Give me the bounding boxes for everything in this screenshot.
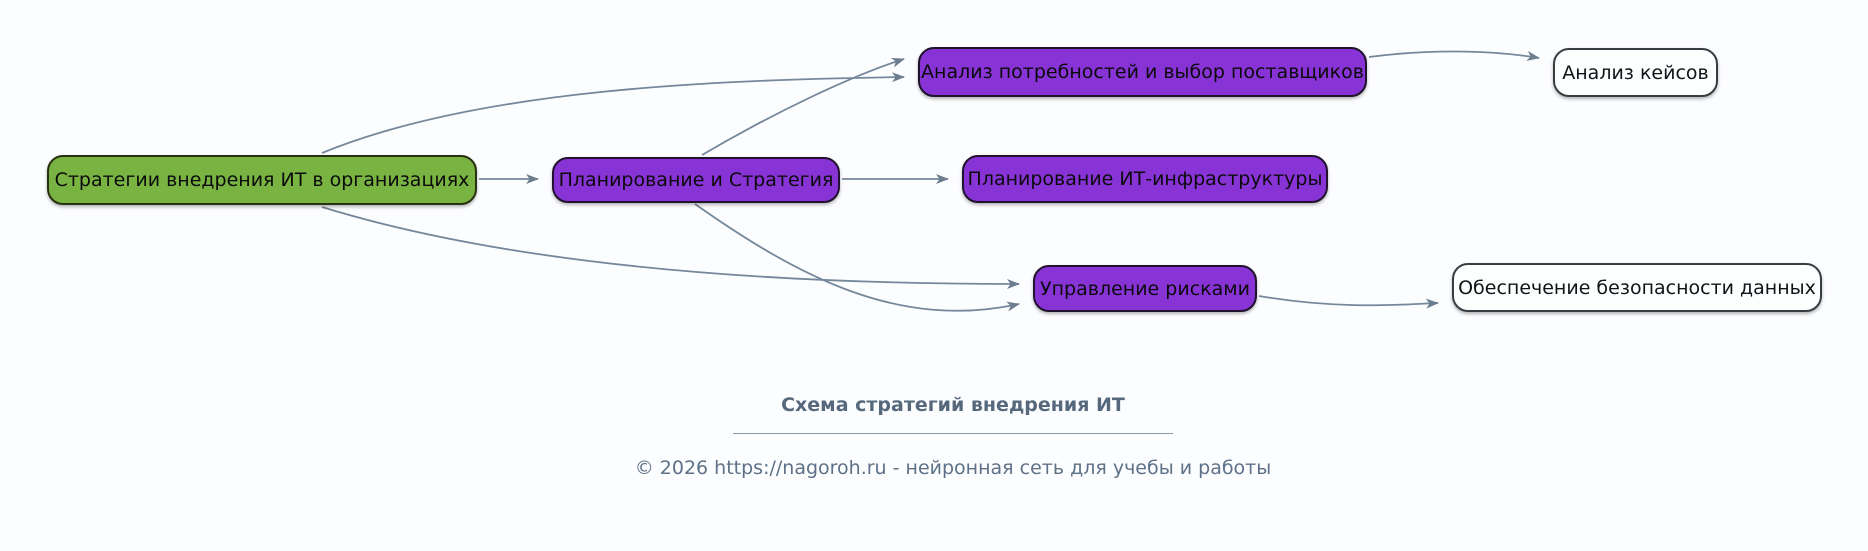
node-planning-strategy: Планирование и Стратегия — [552, 157, 840, 203]
copyright-footer: © 2026 https://nagoroh.ru - нейронная се… — [634, 457, 1272, 479]
node-label: Управление рисками — [1040, 277, 1250, 300]
node-label: Обеспечение безопасности данных — [1458, 276, 1816, 299]
edge-planning-risk — [694, 203, 1020, 312]
edge-root-analysis — [321, 72, 905, 154]
node-root-strategies: Стратегии внедрения ИТ в организациях — [47, 155, 477, 205]
node-needs-analysis: Анализ потребностей и выбор поставщиков — [918, 47, 1367, 97]
diagram-caption: Схема стратегий внедрения ИТ — [781, 394, 1125, 416]
edge-planning-analysis — [701, 57, 905, 156]
edge-root-risk — [321, 206, 1020, 289]
node-label: Планирование и Стратегия — [558, 169, 834, 191]
node-label: Планирование ИТ-инфраструктуры — [967, 168, 1323, 190]
node-risk-management: Управление рисками — [1033, 265, 1257, 312]
node-label: Анализ кейсов — [1562, 61, 1709, 84]
edge-analysis-cases — [1368, 50, 1540, 61]
node-data-security: Обеспечение безопасности данных — [1452, 263, 1822, 312]
caption-divider — [733, 433, 1173, 434]
node-case-analysis: Анализ кейсов — [1553, 48, 1718, 97]
node-label: Анализ потребностей и выбор поставщиков — [921, 61, 1364, 83]
node-label: Стратегии внедрения ИТ в организациях — [54, 169, 470, 191]
edge-risk-security — [1258, 295, 1439, 309]
node-it-infrastructure-planning: Планирование ИТ-инфраструктуры — [962, 155, 1328, 203]
